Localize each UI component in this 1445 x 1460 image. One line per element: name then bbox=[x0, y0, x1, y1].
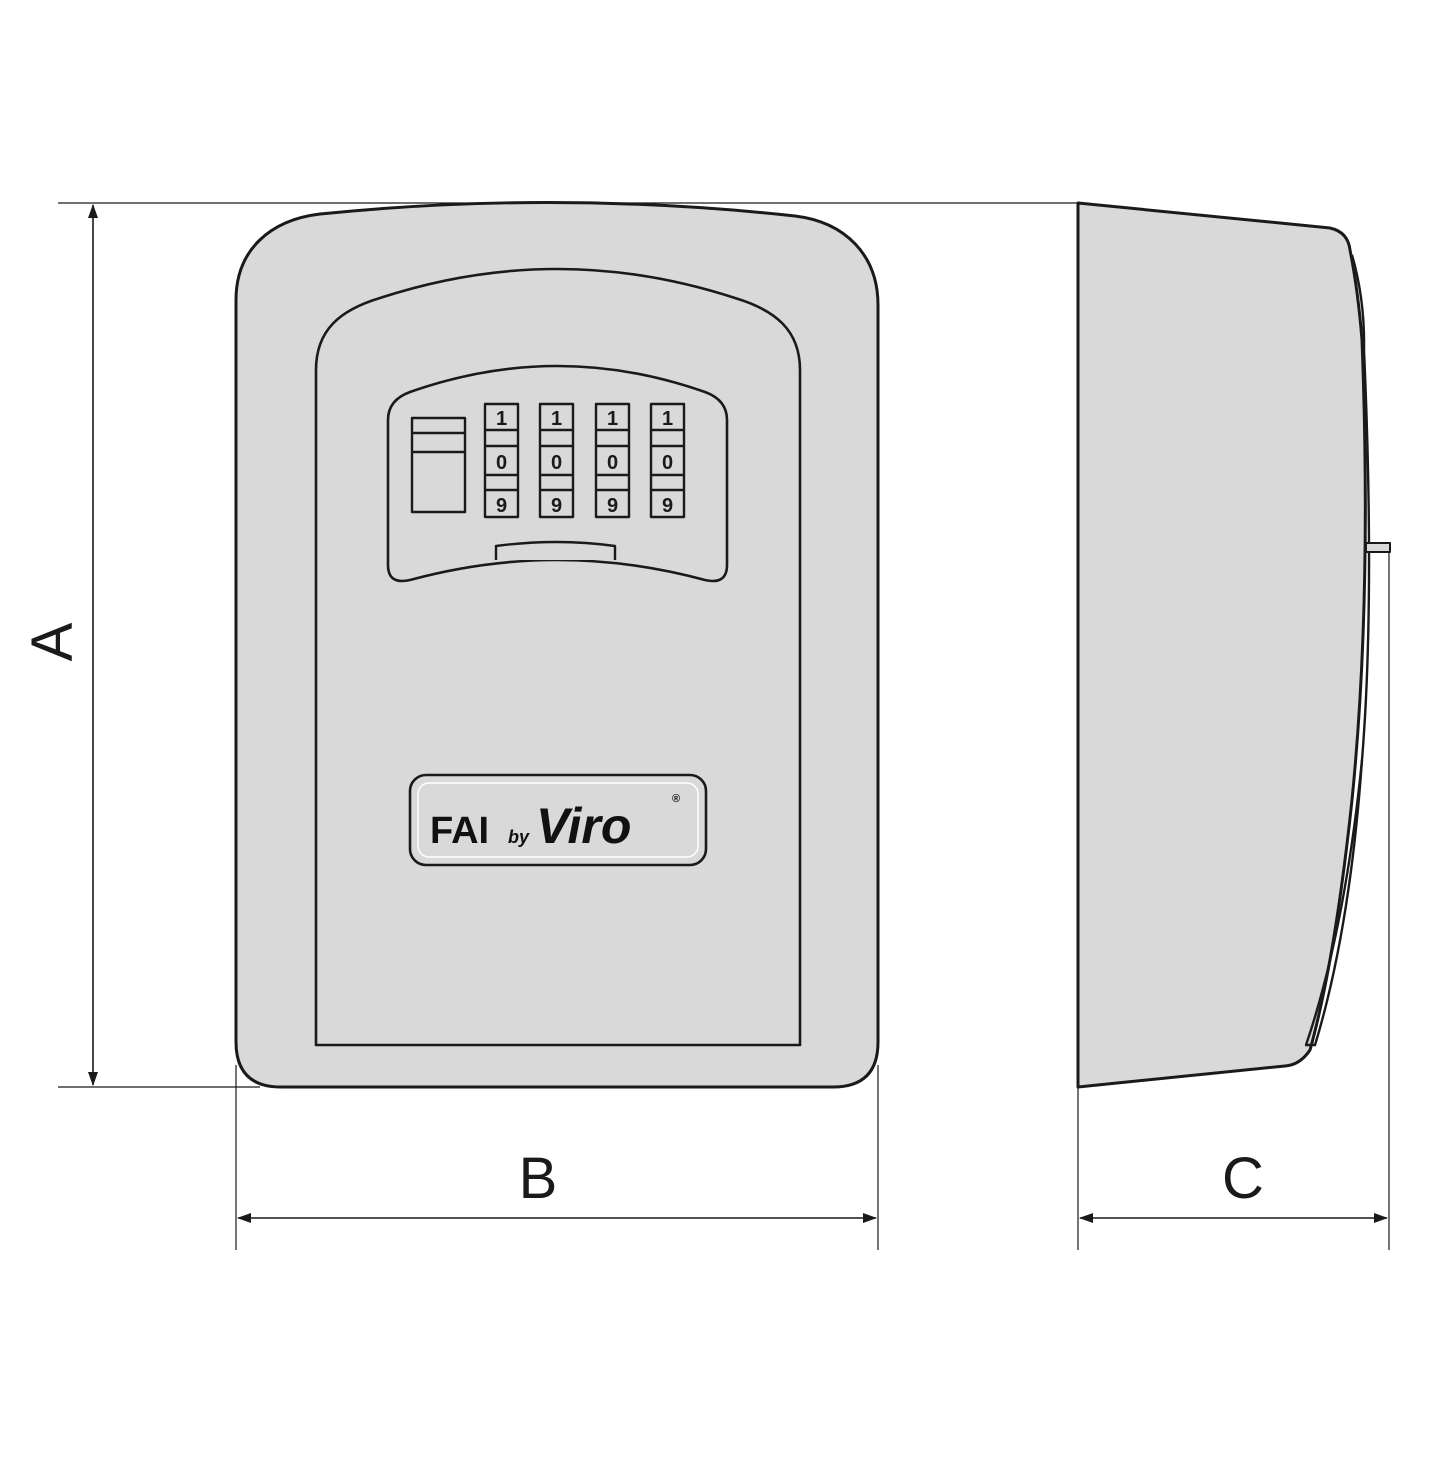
side-body-outline bbox=[1076, 201, 1367, 1089]
side-door-edge bbox=[1304, 254, 1371, 1046]
dial-digit: 0 bbox=[496, 452, 507, 474]
logo-mark: ® bbox=[672, 793, 680, 805]
dimension-b-label: B bbox=[519, 1146, 558, 1211]
combination-dial[interactable]: 1 0 9 bbox=[483, 402, 520, 519]
logo-maker: Viro bbox=[536, 798, 631, 854]
combination-dial[interactable]: 1 0 9 bbox=[649, 402, 686, 519]
dimension-b: B bbox=[235, 1065, 879, 1250]
dimension-c-label: C bbox=[1222, 1146, 1264, 1211]
dimension-a: A bbox=[20, 202, 1078, 1088]
dial-digit: 9 bbox=[496, 495, 507, 517]
dial-digit: 1 bbox=[551, 408, 562, 430]
combination-dial[interactable]: 1 0 9 bbox=[594, 402, 631, 519]
dial-digit: 0 bbox=[662, 452, 673, 474]
dial-digit: 9 bbox=[551, 495, 562, 517]
combination-dial[interactable]: 1 0 9 bbox=[538, 402, 575, 519]
mounting-bracket bbox=[1365, 542, 1391, 553]
side-view bbox=[1076, 201, 1391, 1089]
logo-by: by bbox=[508, 827, 530, 847]
dial-digit: 9 bbox=[607, 495, 618, 517]
dial-digit: 0 bbox=[551, 452, 562, 474]
logo-plate: FAI by Viro ® bbox=[408, 773, 708, 867]
dial-digit: 1 bbox=[662, 408, 673, 430]
slide-handle[interactable] bbox=[494, 540, 617, 560]
front-view: 1 0 9 1 0 9 1 0 9 1 0 9 FAI by Viro ® bbox=[234, 201, 880, 1089]
dial-digit: 1 bbox=[607, 408, 618, 430]
dial-digit: 1 bbox=[496, 408, 507, 430]
release-button[interactable] bbox=[410, 416, 467, 514]
dimension-c: C bbox=[1077, 552, 1390, 1250]
dial-digit: 9 bbox=[662, 495, 673, 517]
logo-brand: FAI bbox=[430, 810, 489, 852]
dimension-a-label: A bbox=[20, 622, 85, 661]
dial-digit: 0 bbox=[607, 452, 618, 474]
